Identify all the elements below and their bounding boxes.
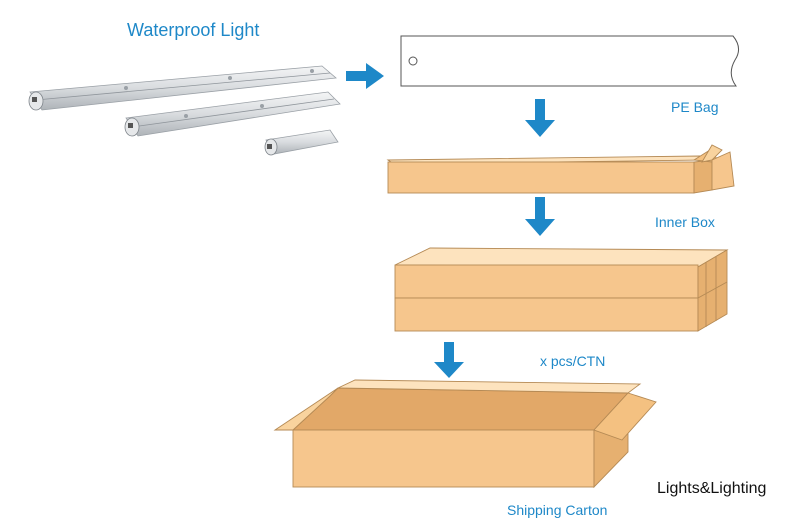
arrow-down-icon bbox=[434, 342, 464, 378]
shipping-carton-label: Shipping Carton bbox=[507, 502, 608, 518]
arrow-down-icon bbox=[525, 99, 555, 137]
brand-watermark: Lights&Lighting bbox=[657, 480, 767, 497]
light-fixture-long bbox=[28, 65, 337, 111]
inner-box-label: Inner Box bbox=[655, 214, 715, 230]
light-fixture-short bbox=[264, 129, 339, 156]
pcs-per-carton-label: x pcs/CTN bbox=[540, 353, 606, 369]
inner-box-bundle bbox=[394, 247, 729, 332]
waterproof-light-fixtures bbox=[28, 65, 341, 156]
inner-box bbox=[386, 144, 735, 194]
arrow-down-icon bbox=[525, 197, 555, 236]
pe-bag-label: PE Bag bbox=[671, 99, 719, 115]
shipping-carton bbox=[273, 379, 657, 489]
light-fixture-medium bbox=[124, 91, 341, 137]
pe-bag bbox=[400, 35, 739, 87]
arrow-right-icon bbox=[346, 63, 384, 89]
diagram-title: Waterproof Light bbox=[127, 20, 260, 40]
